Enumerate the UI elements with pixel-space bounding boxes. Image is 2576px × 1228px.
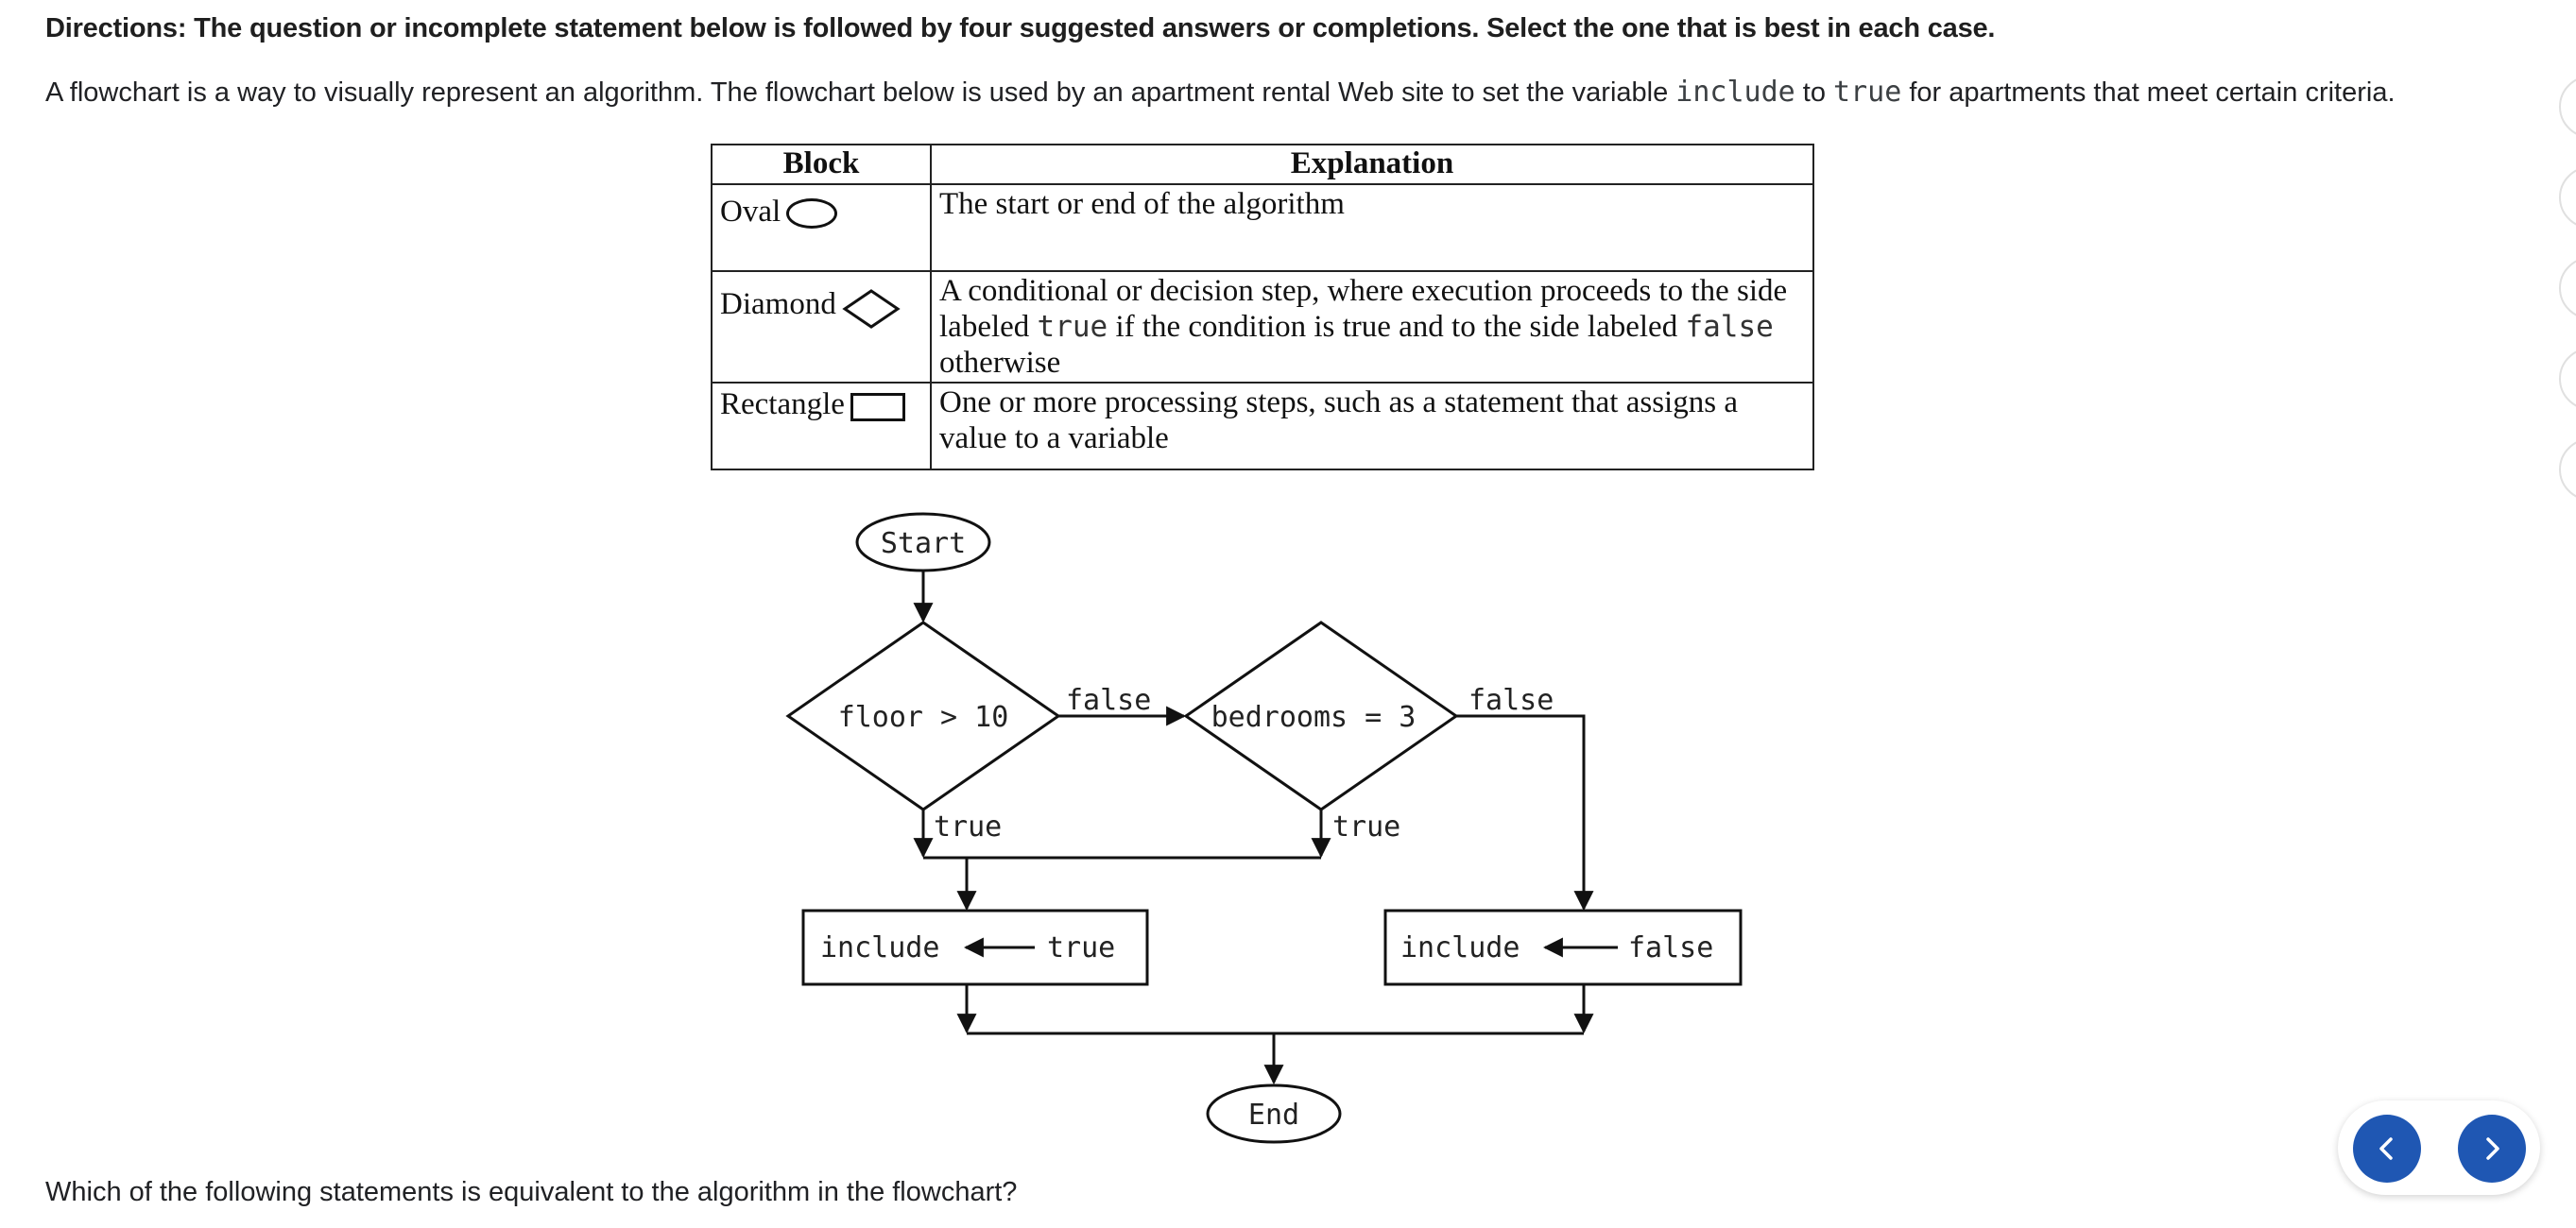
- legend-code-true: true: [1037, 310, 1108, 344]
- prev-button[interactable]: [2353, 1115, 2421, 1183]
- intro-code-include: include: [1675, 76, 1795, 109]
- true-label: true: [934, 810, 1002, 844]
- assign-value-label: true: [1047, 931, 1115, 964]
- legend-explanation-text: otherwise: [939, 346, 1061, 380]
- legend-explanation-text: A conditional or decision step, where ex…: [939, 274, 1788, 344]
- true-label: true: [1332, 810, 1400, 844]
- legend-row-rectangle: Rectangle One or more processing steps, …: [711, 382, 1814, 470]
- legend-block-label: Diamond: [720, 287, 836, 321]
- intro-text: A flowchart is a way to visually represe…: [45, 76, 2464, 109]
- chevron-right-icon: [2486, 1137, 2499, 1160]
- false-label: false: [1066, 684, 1151, 717]
- legend-block-label: Rectangle: [720, 387, 845, 421]
- legend-table: Block Explanation Oval The start or end …: [711, 144, 1814, 470]
- start-label: Start: [881, 527, 966, 560]
- legend-block-cell: Rectangle: [711, 382, 932, 470]
- rectangle-shape-icon: [850, 393, 905, 422]
- legend-explanation-cell: A conditional or decision step, where ex…: [930, 270, 1814, 384]
- assign-var-label: include: [1400, 931, 1520, 964]
- legend-explanation-text: if the condition is true and to the side…: [1108, 310, 1686, 344]
- condition-bedrooms-label: bedrooms = 3: [1211, 701, 1417, 734]
- intro-part: to: [1795, 77, 1834, 108]
- next-button[interactable]: [2458, 1115, 2526, 1183]
- end-label: End: [1248, 1099, 1299, 1132]
- intro-part: A flowchart is a way to visually represe…: [45, 77, 1676, 108]
- legend-row-oval: Oval The start or end of the algorithm: [711, 183, 1814, 272]
- assign-value-label: false: [1628, 931, 1713, 964]
- oval-shape-icon: [786, 198, 838, 230]
- legend-explanation-cell: The start or end of the algorithm: [930, 183, 1814, 272]
- legend-row-diamond: Diamond A conditional or decision step, …: [711, 270, 1814, 384]
- assign-box-true: [801, 909, 1149, 986]
- legend-block-cell: Diamond: [711, 270, 932, 384]
- intro-code-true: true: [1833, 76, 1902, 109]
- question-text: Which of the following statements is equ…: [45, 1177, 1018, 1207]
- intro-part: for apartments that meet certain criteri…: [1901, 77, 2396, 108]
- directions-text: Directions: The question or incomplete s…: [45, 13, 1996, 43]
- legend-code-false: false: [1685, 310, 1774, 344]
- diamond-shape-icon: [842, 288, 901, 338]
- end-oval: [1206, 1083, 1342, 1144]
- legend-explanation-cell: One or more processing steps, such as a …: [930, 382, 1814, 470]
- legend-header-block: Block: [711, 144, 932, 185]
- flow-arrow: [1456, 714, 1594, 912]
- legend-header-row: Block Explanation: [711, 144, 1814, 185]
- assign-var-label: include: [820, 931, 939, 964]
- chevron-left-icon: [2379, 1137, 2393, 1160]
- legend-block-cell: Oval: [711, 183, 932, 272]
- condition-floor-label: floor > 10: [838, 701, 1009, 734]
- legend-header-explanation: Explanation: [930, 144, 1814, 185]
- assign-box-false: [1383, 909, 1743, 986]
- false-label: false: [1468, 684, 1554, 717]
- legend-block-label: Oval: [720, 195, 781, 229]
